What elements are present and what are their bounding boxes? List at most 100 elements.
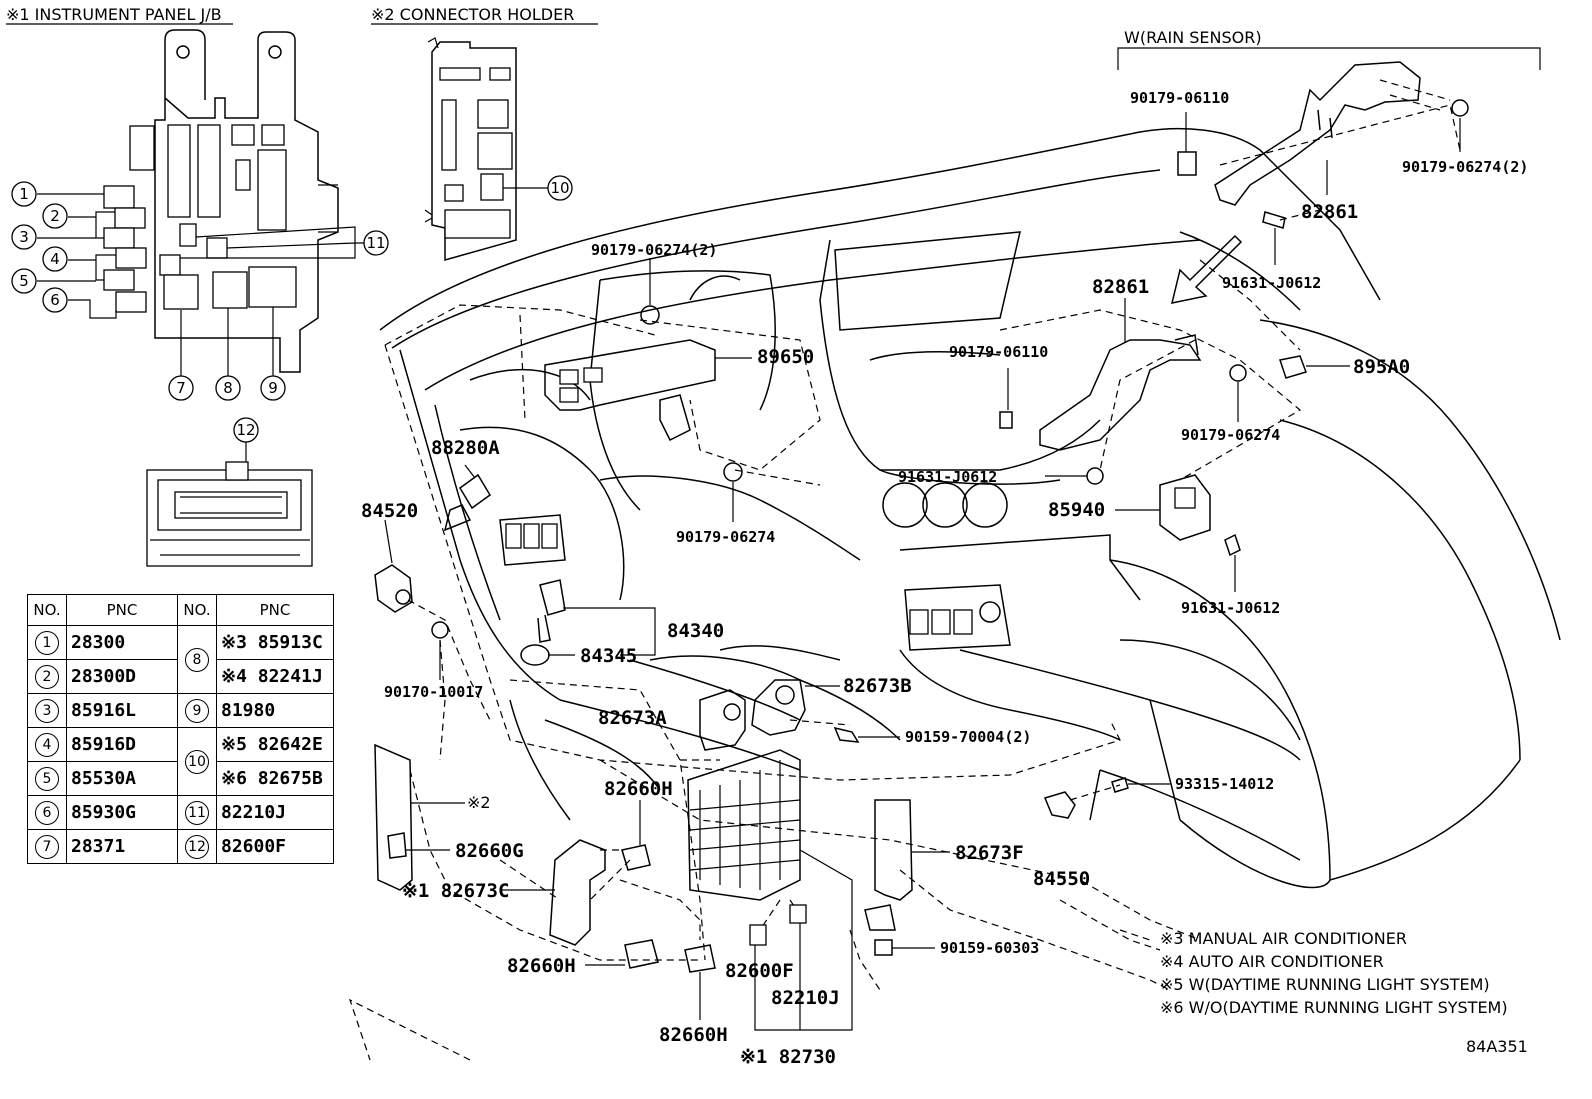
row-number: 6: [35, 800, 59, 825]
table-header-no: NO.: [27, 594, 67, 626]
row-pnc: 28300D: [66, 659, 178, 694]
row-pnc: ※3 85913C: [216, 625, 334, 660]
label-82660g: 82660G: [455, 840, 524, 862]
row-pnc: ※4 82241J: [216, 659, 334, 694]
instrument-panel-jb-drawing: [37, 29, 365, 376]
junction-block-82730: [687, 749, 853, 1031]
header-instrument-panel: ※1 INSTRUMENT PANEL J/B: [6, 5, 222, 24]
label-93315-14012: 93315-14012: [1175, 775, 1274, 793]
label-90179-06110-top: 90179-06110: [1130, 89, 1229, 107]
row-number: 5: [35, 766, 59, 791]
table-row: 4 85916D 10 ※5 82642E: [27, 727, 334, 796]
label-84520: 84520: [361, 500, 418, 522]
callout-12: 12: [233, 417, 259, 443]
label-82673c: ※1 82673C: [402, 880, 509, 902]
row-pnc: 82210J: [216, 795, 334, 830]
part-82673C: [500, 839, 606, 946]
svg-text:11: 11: [366, 234, 385, 252]
bolt-90170-10017: [431, 621, 449, 639]
note-3: ※3 MANUAL AIR CONDITIONER: [1160, 929, 1407, 948]
callout-11: 11: [363, 230, 389, 256]
bolt-90179-06274-left: [640, 305, 660, 325]
part-82673F: [864, 799, 950, 931]
rain-sensor-bracket: [1177, 61, 1469, 265]
row-number: 2: [35, 664, 59, 689]
label-90179-06274-low: 90179-06274: [676, 528, 775, 546]
callout-1: 1: [11, 181, 37, 207]
bolt-91631-J0612-mid: [1086, 467, 1104, 485]
label-84550: 84550: [1033, 868, 1090, 890]
table-header-pnc: PNC: [66, 594, 178, 626]
bolt-90159-70004: [833, 726, 900, 743]
clip-90179-06110-mid: [999, 411, 1013, 429]
row-number: 1: [35, 630, 59, 655]
connector-holder-installed: [374, 743, 465, 891]
label-82673a: 82673A: [598, 707, 667, 729]
callout-8: 8: [215, 375, 241, 401]
label-84345: 84345: [580, 645, 637, 667]
label-84340: 84340: [667, 620, 724, 642]
row-pnc: ※5 82642E: [216, 727, 334, 762]
svg-text:10: 10: [550, 179, 569, 197]
row-pnc: 81980: [216, 693, 334, 728]
bolt-90179-06274-low: [723, 462, 743, 482]
part-895A0: [1279, 355, 1307, 379]
table-row: 3 85916L 9 81980: [27, 693, 334, 728]
label-90179-06110-mid: 90179-06110: [949, 343, 1048, 361]
svg-text:6: 6: [50, 291, 60, 309]
part-84345: [520, 644, 550, 666]
direction-arrow: [1170, 234, 1243, 304]
callout-2: 2: [42, 203, 68, 229]
callout-6: 6: [42, 287, 68, 313]
label-90179-06274-2-left: 90179-06274(2): [591, 241, 717, 259]
label-82600f: 82600F: [725, 960, 794, 982]
header-connector-holder: ※2 CONNECTOR HOLDER: [371, 5, 574, 24]
svg-text:2: 2: [50, 207, 60, 225]
callout-4: 4: [42, 246, 68, 272]
label-91631-j0612-mid: 91631-J0612: [898, 468, 997, 486]
connector-holder-drawing: [424, 37, 548, 261]
row-number: 12: [185, 834, 209, 859]
label-82861-top: 82861: [1301, 201, 1358, 223]
part-88280A: [443, 464, 491, 532]
label-82730: ※1 82730: [740, 1046, 836, 1068]
svg-text:4: 4: [50, 250, 60, 268]
relay-82660H-top: [621, 800, 651, 871]
row-number: 4: [35, 732, 59, 757]
row-pnc: 85530A: [66, 761, 178, 796]
header-rain-sensor: W(RAIN SENSOR): [1124, 28, 1262, 47]
callout-9: 9: [260, 375, 286, 401]
label-91631-j0612-top: 91631-J0612: [1222, 274, 1321, 292]
table-row: 7 28371 12 82600F: [27, 829, 334, 864]
svg-text:9: 9: [268, 379, 278, 397]
svg-text:7: 7: [176, 379, 186, 397]
label-82660h-top: 82660H: [604, 778, 673, 800]
table-header-pnc-2: PNC: [216, 594, 334, 626]
label-90170-10017: 90170-10017: [384, 683, 483, 701]
svg-text:1: 1: [19, 185, 29, 203]
label-90159-60303: 90159-60303: [940, 939, 1039, 957]
table-row: 1 28300 8 ※3 85913C: [27, 625, 334, 694]
label-91631-j0612-low: 91631-J0612: [1181, 599, 1280, 617]
label-82660h-low: 82660H: [659, 1024, 728, 1046]
callout-10: 10: [547, 175, 573, 201]
row-pnc: 82600F: [216, 829, 334, 864]
bolt-90159-60303: [874, 939, 893, 956]
callout-5: 5: [11, 268, 37, 294]
junction-block-12-drawing: [146, 442, 313, 567]
bolt-93315-14012: [1111, 777, 1129, 793]
row-number: 9: [185, 698, 209, 723]
table-row: 5 85530A ※6 82675B: [27, 761, 334, 796]
label-82673b: 82673B: [843, 675, 912, 697]
row-number: 11: [185, 800, 209, 825]
row-pnc: 85916L: [66, 693, 178, 728]
row-number: 10: [185, 749, 209, 774]
row-number: 7: [35, 834, 59, 859]
part-84550: [1043, 791, 1076, 819]
table-row: 6 85930G 11 82210J: [27, 795, 334, 830]
label-90179-06274-2-top: 90179-06274(2): [1402, 158, 1528, 176]
row-number: 3: [35, 698, 59, 723]
row-pnc: 85916D: [66, 727, 178, 762]
